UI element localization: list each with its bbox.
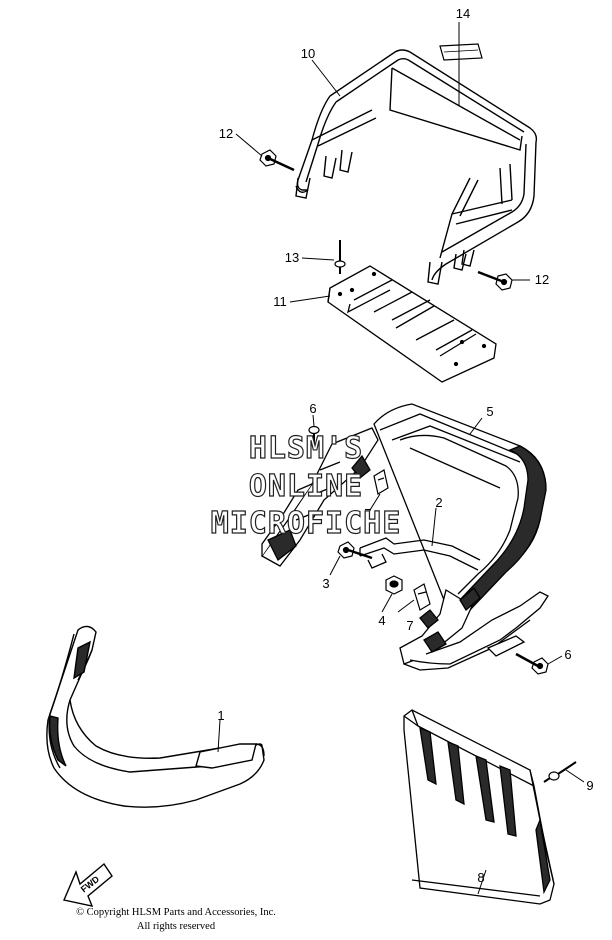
copyright-notice: © Copyright HLSM Parts and Accessories, …: [56, 906, 296, 934]
watermark-line-2: ONLINE: [249, 469, 363, 504]
leader-lines: [217, 22, 585, 895]
callout-11: 11: [273, 294, 287, 309]
part-1-rear-bumper[interactable]: [47, 626, 264, 807]
callout-3: 3: [322, 576, 329, 591]
part-6-screw-lower[interactable]: [516, 654, 548, 674]
watermark-line-3: MICROFICHE: [211, 506, 402, 541]
part-12-bolt-left[interactable]: [260, 150, 294, 170]
callout-12-upper: 12: [219, 126, 233, 141]
part-6-screw-upper[interactable]: [309, 427, 319, 449]
callout-7-upper: 7: [364, 506, 371, 521]
part-10-rear-rack[interactable]: [296, 50, 536, 284]
callout-1: 1: [217, 708, 224, 723]
callout-7-lower: 7: [406, 618, 413, 633]
watermark: HLSM'S ONLINE MICROFICHE: [210, 430, 402, 541]
callout-10: 10: [301, 46, 315, 61]
watermark-line-1: HLSM'S: [249, 431, 363, 466]
copyright-line-1: © Copyright HLSM Parts and Accessories, …: [76, 907, 276, 918]
part-11-base-plate[interactable]: [328, 266, 496, 382]
callout-6-upper: 6: [309, 401, 316, 416]
callout-6-lower: 6: [564, 647, 571, 662]
fwd-arrow-icon: FWD: [63, 862, 113, 907]
callout-4: 4: [378, 613, 385, 628]
part-8-mud-flap[interactable]: [404, 710, 554, 904]
callout-2: 2: [435, 495, 442, 510]
callout-8: 8: [477, 870, 484, 885]
part-2-bracket[interactable]: [360, 538, 480, 570]
part-4-nut[interactable]: [386, 576, 402, 594]
part-3-bolt[interactable]: [338, 542, 372, 558]
part-5-rear-fender[interactable]: [262, 404, 548, 670]
part-7-clip-lower[interactable]: [414, 584, 430, 610]
callout-12-lower: 12: [535, 272, 549, 287]
part-9-rivet[interactable]: [544, 762, 576, 782]
callout-9: 9: [586, 778, 593, 793]
copyright-line-2: All rights reserved: [136, 921, 216, 932]
callout-14: 14: [456, 6, 470, 21]
callout-13: 13: [285, 250, 299, 265]
part-13-rivet[interactable]: [335, 240, 345, 274]
part-14-decal[interactable]: [440, 44, 482, 60]
callout-5: 5: [486, 404, 493, 419]
callout-labels: 14 10 12 12 13 11 6 5 7 2 3 4 7 6 1 9 8: [217, 6, 593, 885]
part-12-bolt-right[interactable]: [478, 272, 512, 290]
part-7-clip-upper[interactable]: [374, 470, 388, 494]
